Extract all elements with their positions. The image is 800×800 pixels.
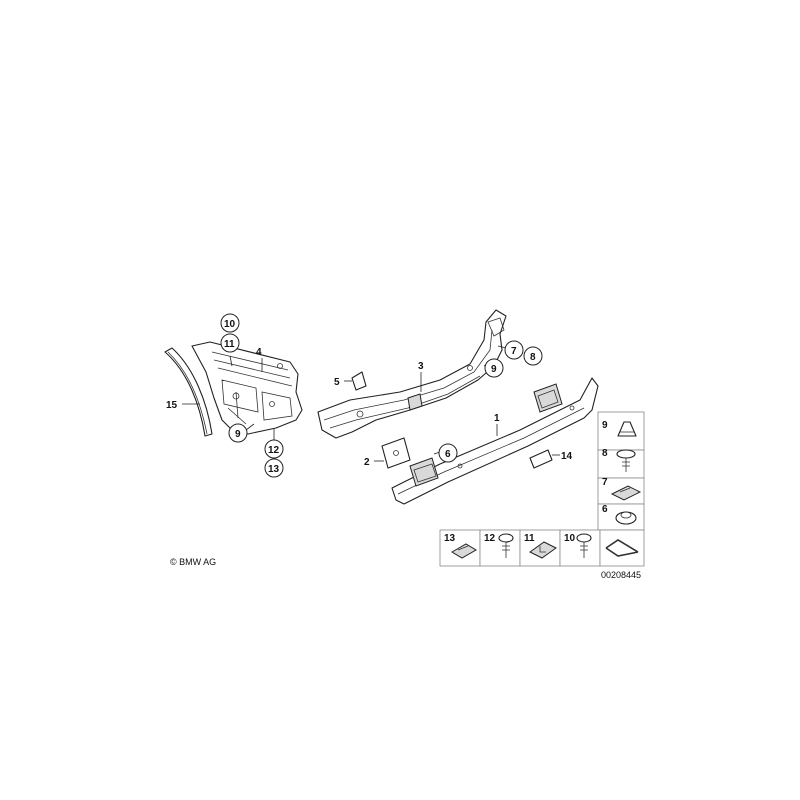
legend-label-6: 6	[602, 504, 608, 515]
callout-14: 14	[561, 451, 573, 462]
screw-10-icon	[576, 533, 592, 558]
clip-nut-icon	[617, 421, 637, 437]
callout-circle-7	[504, 340, 524, 360]
spring-nut-icon	[610, 485, 642, 501]
leader-10-11	[229, 355, 233, 367]
clip-11-icon	[529, 541, 557, 559]
callout-9-left: 9	[235, 429, 241, 440]
callout-4: 4	[256, 347, 262, 358]
callout-6: 6	[445, 449, 451, 460]
bracket-symbol-icon	[605, 539, 639, 557]
legend-label-13: 13	[444, 533, 456, 544]
grommet-icon	[615, 511, 637, 525]
legend-label-8: 8	[602, 448, 608, 459]
part-15-trim-strip	[164, 347, 213, 437]
callout-5: 5	[334, 377, 340, 388]
diagram-id-text: 00208445	[601, 570, 641, 580]
legend-label-10: 10	[564, 533, 576, 544]
callout-1: 1	[494, 413, 500, 424]
legend-cell-symbol	[599, 529, 645, 567]
legend-row-bottom: 13 12 11 10	[439, 529, 645, 567]
leader-7-8	[497, 345, 507, 349]
copyright-text: © BMW AG	[170, 557, 216, 567]
legend-label-7: 7	[602, 477, 608, 488]
part-3-carrier-rail	[317, 309, 507, 439]
part-4-side-bracket	[191, 341, 303, 435]
screw-12-icon	[498, 533, 514, 558]
callout-circle-9-left	[228, 423, 248, 443]
callout-circle-13	[264, 458, 284, 478]
callout-8: 8	[530, 352, 536, 363]
leader-9-left	[245, 423, 255, 431]
part-1-bumper-beam	[391, 377, 599, 505]
legend-label-12: 12	[484, 533, 496, 544]
legend-label-11: 11	[524, 533, 535, 544]
screw-washer-icon	[616, 449, 636, 472]
callout-circle-11	[220, 333, 240, 353]
part-5-clip	[351, 371, 367, 391]
callout-9-right: 9	[491, 364, 497, 375]
callout-circle-6	[438, 443, 458, 463]
callout-circle-12	[264, 439, 284, 459]
callout-15: 15	[166, 400, 178, 411]
spring-nut-13-icon	[451, 543, 477, 559]
callout-circle-10	[220, 313, 240, 333]
part-2-plate	[381, 437, 411, 469]
callout-12: 12	[268, 445, 280, 456]
part-14-label	[529, 449, 553, 469]
callout-7: 7	[511, 346, 517, 357]
legend-column-right: 9 8 7 6	[597, 411, 645, 531]
callout-10: 10	[224, 319, 236, 330]
callout-circle-8	[523, 346, 543, 366]
callout-circle-9-right	[484, 358, 504, 378]
callout-3: 3	[418, 361, 424, 372]
callout-2: 2	[364, 457, 370, 468]
callout-13: 13	[268, 464, 280, 475]
legend-label-9: 9	[602, 420, 608, 431]
callout-11: 11	[224, 339, 235, 350]
